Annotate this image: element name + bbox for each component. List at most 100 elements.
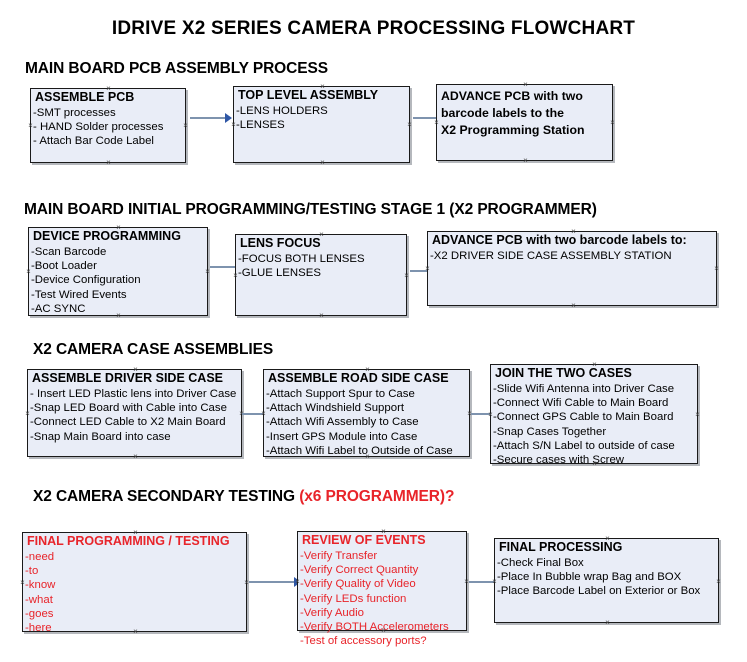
node-body: -X2 DRIVER SIDE CASE ASSEMBLY STATION	[428, 249, 716, 263]
resize-handle-left[interactable]	[27, 122, 34, 129]
resize-handle-right[interactable]	[715, 578, 722, 585]
node-line: - Attach Bar Code Label	[33, 135, 154, 148]
resize-handle-bottom[interactable]	[570, 302, 577, 309]
node-final-programming-testing[interactable]: FINAL PROGRAMMING / TESTING -need -to -k…	[19, 529, 247, 635]
resize-handle-top[interactable]	[570, 228, 577, 235]
node-title: ASSEMBLE DRIVER SIDE CASE	[32, 371, 224, 385]
node-line: - Insert LED Plastic lens into Driver Ca…	[30, 388, 237, 400]
resize-handle-right[interactable]	[609, 119, 616, 126]
resize-handle-bottom[interactable]	[318, 312, 325, 319]
resize-handle-left[interactable]	[230, 121, 237, 128]
node-line-overflow: -Test of accessory ports?	[300, 635, 427, 648]
resize-handle-top[interactable]	[319, 83, 326, 90]
node-final-processing[interactable]: FINAL PROCESSING -Check Final Box -Place…	[494, 538, 719, 623]
resize-handle-bottom[interactable]	[132, 453, 139, 460]
resize-handle-top[interactable]	[105, 85, 112, 92]
node-line: -GLUE LENSES	[238, 267, 321, 280]
resize-handle-left[interactable]	[24, 410, 31, 417]
resize-handle-top[interactable]	[591, 361, 598, 368]
node-body: -Attach Support Spur to Case -Attach Win…	[264, 387, 469, 458]
node-line: -need	[25, 551, 55, 563]
resize-handle-left[interactable]	[25, 268, 32, 275]
resize-handle-right[interactable]	[403, 272, 410, 279]
node-line: -Attach Wifi Assembly to Case	[266, 416, 419, 429]
node-advance-pcb-programming-station[interactable]: ADVANCE PCB with two barcode labels to t…	[436, 84, 613, 161]
node-line: -Attach Support Spur to Case	[266, 388, 415, 400]
node-line: barcode labels to the	[441, 106, 564, 120]
resize-handle-bottom[interactable]	[364, 453, 371, 460]
resize-handle-bottom[interactable]	[132, 628, 139, 635]
node-line: X2 Programming Station	[441, 123, 585, 137]
resize-handle-top[interactable]	[604, 535, 611, 542]
node-title: ADVANCE PCB with two barcode labels to:	[432, 233, 687, 247]
node-assemble-road-side-case[interactable]: ASSEMBLE ROAD SIDE CASE -Attach Support …	[263, 369, 470, 457]
page-title: IDRIVE X2 SERIES CAMERA PROCESSING FLOWC…	[111, 18, 636, 39]
node-line: -to	[25, 565, 39, 578]
node-line: -Scan Barcode	[31, 246, 107, 258]
resize-handle-bottom[interactable]	[604, 619, 611, 626]
node-join-the-two-cases[interactable]: JOIN THE TWO CASES -Slide Wifi Antenna i…	[487, 361, 701, 467]
resize-handle-left[interactable]	[232, 272, 239, 279]
node-line: -Connect Wifi Cable to Main Board	[493, 397, 669, 410]
node-line: -Verify Quality of Video	[300, 578, 416, 591]
resize-handle-top[interactable]	[364, 366, 371, 373]
node-review-of-events[interactable]: REVIEW OF EVENTS -Verify Transfer -Verif…	[294, 528, 467, 647]
resize-handle-right[interactable]	[713, 265, 720, 272]
node-body: -Verify Transfer -Verify Correct Quantit…	[298, 549, 466, 648]
node-line: -know	[25, 579, 56, 592]
node-line: -here	[25, 622, 52, 635]
node-lens-focus[interactable]: LENS FOCUS -FOCUS BOTH LENSES -GLUE LENS…	[235, 234, 407, 316]
node-body: -FOCUS BOTH LENSES -GLUE LENSES	[236, 252, 406, 280]
node-body: -Check Final Box -Place In Bubble wrap B…	[495, 556, 718, 599]
resize-handle-bottom[interactable]	[115, 312, 122, 319]
resize-handle-left[interactable]	[433, 119, 440, 126]
node-line: -goes	[25, 607, 54, 620]
resize-handle-bottom[interactable]	[319, 159, 326, 166]
node-assemble-pcb[interactable]: ASSEMBLE PCB -SMT processes - HAND Solde…	[30, 88, 186, 163]
node-line: -Attach Wifi Label to Outside of Case	[266, 444, 453, 457]
arrow-shaft	[471, 413, 492, 415]
resize-handle-top[interactable]	[318, 231, 325, 238]
resize-handle-left[interactable]	[294, 578, 301, 585]
node-line: -Place Barcode Label on Exterior or Box	[497, 585, 701, 598]
node-line: -SMT processes	[33, 107, 116, 119]
resize-handle-right[interactable]	[182, 122, 189, 129]
resize-handle-bottom[interactable]	[522, 157, 529, 164]
arrow-shaft	[413, 117, 449, 119]
resize-handle-right[interactable]	[406, 121, 413, 128]
resize-handle-right[interactable]	[694, 411, 701, 418]
resize-handle-bottom[interactable]	[591, 460, 598, 467]
resize-handle-top[interactable]	[132, 529, 139, 536]
resize-handle-left[interactable]	[260, 410, 267, 417]
node-line: - HAND Solder processes	[33, 121, 164, 134]
arrow-shaft	[210, 266, 239, 268]
arrow-shaft	[190, 117, 225, 119]
resize-handle-left[interactable]	[19, 579, 26, 586]
node-line: -Insert GPS Module into Case	[266, 430, 418, 443]
arrow-1-1	[190, 113, 232, 123]
node-title: FINAL PROGRAMMING / TESTING	[27, 534, 230, 548]
node-line: -FOCUS BOTH LENSES	[238, 253, 365, 265]
resize-handle-left[interactable]	[424, 265, 431, 272]
node-advance-pcb-driver-side[interactable]: ADVANCE PCB with two barcode labels to: …	[427, 231, 717, 306]
resize-handle-left[interactable]	[487, 411, 494, 418]
node-assemble-driver-side-case[interactable]: ASSEMBLE DRIVER SIDE CASE - Insert LED P…	[27, 369, 242, 457]
resize-handle-left[interactable]	[491, 578, 498, 585]
resize-handle-top[interactable]	[522, 81, 529, 88]
resize-handle-bottom[interactable]	[105, 159, 112, 166]
resize-handle-top[interactable]	[132, 366, 139, 373]
resize-handle-top[interactable]	[380, 528, 387, 535]
node-top-level-assembly[interactable]: TOP LEVEL ASSEMBLY -LENS HOLDERS -LENSES	[233, 86, 410, 163]
arrow-shaft	[249, 581, 294, 583]
node-title: LENS FOCUS	[240, 236, 321, 250]
resize-handle-top[interactable]	[115, 224, 122, 231]
resize-handle-bottom[interactable]	[380, 627, 387, 634]
node-body: - Insert LED Plastic lens into Driver Ca…	[28, 387, 241, 444]
node-title: DEVICE PROGRAMMING	[33, 229, 181, 243]
node-device-programming[interactable]: DEVICE PROGRAMMING -Scan Barcode -Boot L…	[28, 227, 208, 316]
node-line: -LENS HOLDERS	[236, 105, 328, 117]
node-line: -Attach S/N Label to outside of case	[493, 439, 675, 452]
node-body: -Scan Barcode -Boot Loader -Device Confi…	[29, 245, 207, 316]
arrow-shaft	[242, 413, 263, 415]
